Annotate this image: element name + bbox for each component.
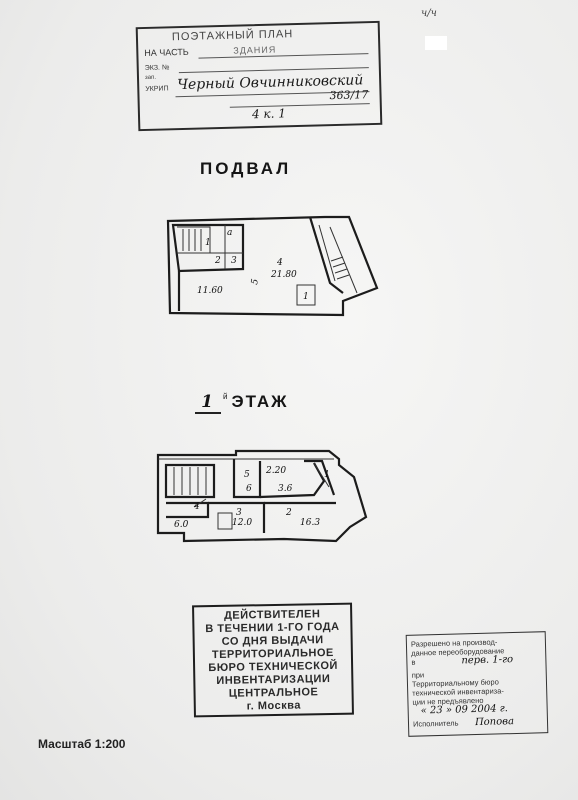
- stamp-mark-label: зап.: [144, 74, 157, 81]
- stamp-part-label: НА ЧАСТЬ: [144, 46, 189, 58]
- basement-room-6: 1: [303, 292, 309, 302]
- stamp-title: ПОЭТАЖНЫЙ ПЛАН: [171, 28, 294, 44]
- floor1-area-3: 6.0: [174, 520, 189, 530]
- stamp-code: 4 к. 1: [251, 106, 287, 122]
- stamp-courier-label: УКРИП: [145, 85, 169, 93]
- basement-plan: а 1 2 3 4 11.60 21.80 5 1: [166, 215, 379, 317]
- floor1-room-1: 1: [324, 470, 330, 480]
- basement-room-5: 5: [250, 278, 261, 286]
- floor1-number-suffix: й: [223, 392, 230, 401]
- floor1-area-2: 3.6: [278, 484, 293, 494]
- floor1-plan: 2.20 5 6 1 3.6 4 6.0 12.0 3 16.3 2: [156, 449, 368, 543]
- stamp-ext-label: ЭКЗ. №: [144, 64, 170, 72]
- floor1-room-4: 4: [193, 502, 200, 512]
- basement-area-1: 11.60: [197, 286, 223, 296]
- stamp-number: 363/17: [329, 88, 369, 103]
- basement-room-3: 3: [231, 256, 237, 266]
- floor1-room-5: 5: [244, 470, 250, 480]
- permission-line: в: [411, 657, 416, 667]
- permission-handwritten-loc: перв. 1-го: [461, 654, 514, 667]
- floor1-label: ЭТАЖ: [231, 392, 289, 411]
- validity-stamp: ДЕЙСТВИТЕЛЕН В ТЕЧЕНИИ 1-ГО ГОДА СО ДНЯ …: [192, 602, 354, 718]
- permission-date: « 23 » 09 2004 г.: [420, 703, 509, 717]
- corner-mark: ч/ч: [421, 8, 437, 19]
- basement-room-2: 2: [214, 256, 221, 266]
- basement-room-4: 4: [276, 258, 283, 268]
- basement-area-2: 21.80: [270, 270, 297, 280]
- floor1-room-3: 3: [236, 508, 242, 518]
- scale-label: Масштаб 1:200: [38, 737, 126, 751]
- permission-stamp: Разрешено на производ- данное переоборуд…: [405, 631, 549, 737]
- basement-title: ПОДВАЛ: [200, 159, 292, 178]
- floor1-room-2: 2: [285, 508, 292, 518]
- floor1-area-1: 2.20: [265, 466, 286, 476]
- floor1-area-5: 16.3: [300, 518, 320, 528]
- floor1-number: 1: [195, 392, 221, 414]
- stamp-part-value: ЗДАНИЯ: [233, 44, 277, 56]
- basement-room-1: 1: [205, 238, 211, 248]
- basement-room-a: а: [227, 228, 232, 238]
- validity-line: г. Москва: [246, 699, 301, 713]
- floor-plan-stamp: ПОЭТАЖНЫЙ ПЛАН НА ЧАСТЬ ЗДАНИЯ ЭКЗ. № за…: [135, 20, 383, 132]
- whiteout-patch: [425, 36, 447, 50]
- permission-executor-label: Исполнитель: [412, 718, 459, 729]
- floor1-area-4: 12.0: [232, 518, 252, 528]
- permission-signature: Попова: [474, 716, 515, 729]
- floor1-room-6: 6: [246, 484, 252, 494]
